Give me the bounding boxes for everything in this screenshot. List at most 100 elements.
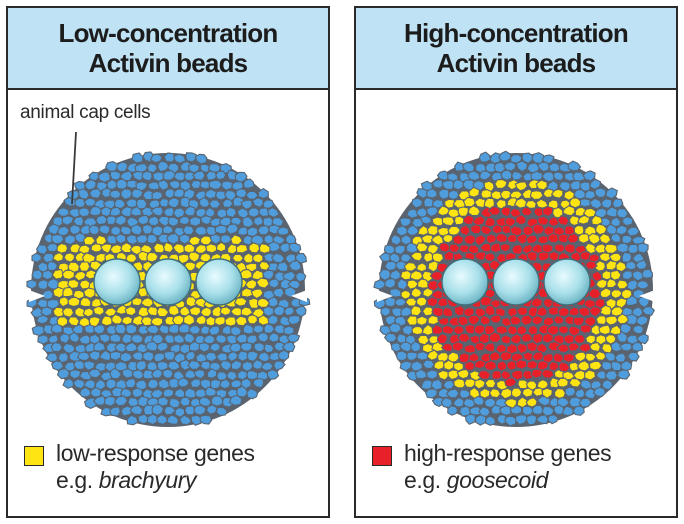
legend-swatch-yellow (24, 446, 44, 466)
blue-cell (479, 170, 493, 181)
blue-cell (553, 404, 565, 416)
red-cell (588, 287, 602, 300)
blue-cell (399, 217, 412, 228)
blue-cell (276, 226, 290, 236)
yellow-cell (601, 343, 613, 354)
red-cell (451, 234, 464, 246)
blue-cell (173, 171, 187, 182)
blue-cell (199, 414, 213, 425)
yellow-cell (561, 205, 576, 217)
blue-cell (164, 188, 176, 200)
blue-cell (624, 260, 637, 271)
yellow-cell (246, 314, 259, 325)
red-cell (591, 270, 603, 282)
red-cell (531, 332, 545, 345)
yellow-cell (167, 304, 180, 317)
blue-cell (589, 178, 602, 190)
blue-cell (287, 314, 301, 326)
blue-cell (129, 404, 144, 416)
blue-cell (156, 341, 169, 352)
blue-cell (234, 171, 248, 183)
blue-cell (235, 188, 248, 199)
cap-notch (291, 290, 307, 302)
blue-cell (69, 224, 82, 236)
yellow-cell (490, 190, 504, 201)
blue-cell (406, 351, 419, 361)
red-cell (520, 206, 533, 217)
blue-cell (151, 404, 165, 417)
blue-cell (218, 378, 231, 390)
blue-cell (276, 261, 289, 273)
blue-cell (239, 342, 253, 352)
yellow-cell (416, 315, 429, 326)
red-cell (548, 360, 560, 372)
blue-cell (157, 324, 172, 335)
blue-cell (271, 287, 285, 299)
blue-cell (109, 333, 122, 343)
yellow-cell (188, 306, 202, 317)
red-cell (556, 343, 571, 354)
blue-cell (564, 386, 577, 397)
red-cell (567, 342, 581, 352)
blue-cell (621, 216, 634, 227)
yellow-cell (577, 214, 591, 225)
yellow-cell (524, 199, 537, 209)
yellow-cell (399, 270, 413, 281)
red-cell (451, 341, 464, 352)
blue-cell (295, 271, 307, 283)
blue-cell (126, 414, 139, 426)
yellow-cell (251, 269, 264, 281)
blue-cell (582, 170, 596, 182)
yellow-cell (541, 387, 553, 399)
red-cell (499, 242, 511, 253)
blue-cell (637, 296, 651, 309)
blue-cell (88, 188, 102, 199)
yellow-cell (72, 289, 85, 300)
red-cell (488, 350, 502, 362)
blue-cell (525, 414, 537, 426)
blue-cell (78, 188, 90, 200)
blue-cell (223, 189, 237, 202)
blue-cell (178, 414, 193, 426)
blue-cell (187, 325, 202, 335)
blue-cell (621, 234, 633, 245)
yellow-cell (609, 269, 622, 281)
blue-cell (288, 259, 302, 272)
red-cell (458, 352, 471, 364)
yellow-cell (409, 251, 423, 262)
yellow-cell (416, 278, 429, 289)
red-cell (431, 306, 445, 318)
panel-title-line2: Activin beads (436, 48, 596, 78)
blue-cell (115, 178, 128, 190)
yellow-cell (480, 189, 493, 199)
blue-cell (242, 178, 255, 189)
panel-header: High-concentration Activin beads (356, 8, 676, 90)
yellow-cell (595, 223, 608, 236)
blue-cell (388, 252, 401, 264)
blue-cell (257, 332, 269, 343)
red-cell (453, 325, 466, 336)
blue-cell (620, 359, 633, 372)
blue-cell (221, 180, 234, 191)
activin-bead (492, 258, 540, 306)
blue-cell (31, 252, 42, 263)
yellow-cell (199, 306, 212, 318)
blue-cell (35, 314, 50, 325)
blue-cell (228, 394, 243, 406)
blue-cell (113, 198, 126, 210)
blue-cell (266, 368, 280, 380)
yellow-cell (587, 232, 602, 245)
blue-cell (131, 188, 144, 200)
yellow-cell (469, 386, 481, 400)
yellow-cell (433, 360, 446, 371)
yellow-cell (603, 243, 618, 254)
blue-cell (267, 206, 280, 219)
yellow-cell (420, 234, 435, 244)
yellow-cell (183, 313, 196, 326)
blue-cell (485, 415, 497, 426)
blue-cell (394, 244, 406, 256)
red-cell (541, 332, 554, 344)
blue-cell (130, 205, 143, 217)
yellow-cell (124, 305, 137, 317)
blue-cell (611, 198, 624, 209)
